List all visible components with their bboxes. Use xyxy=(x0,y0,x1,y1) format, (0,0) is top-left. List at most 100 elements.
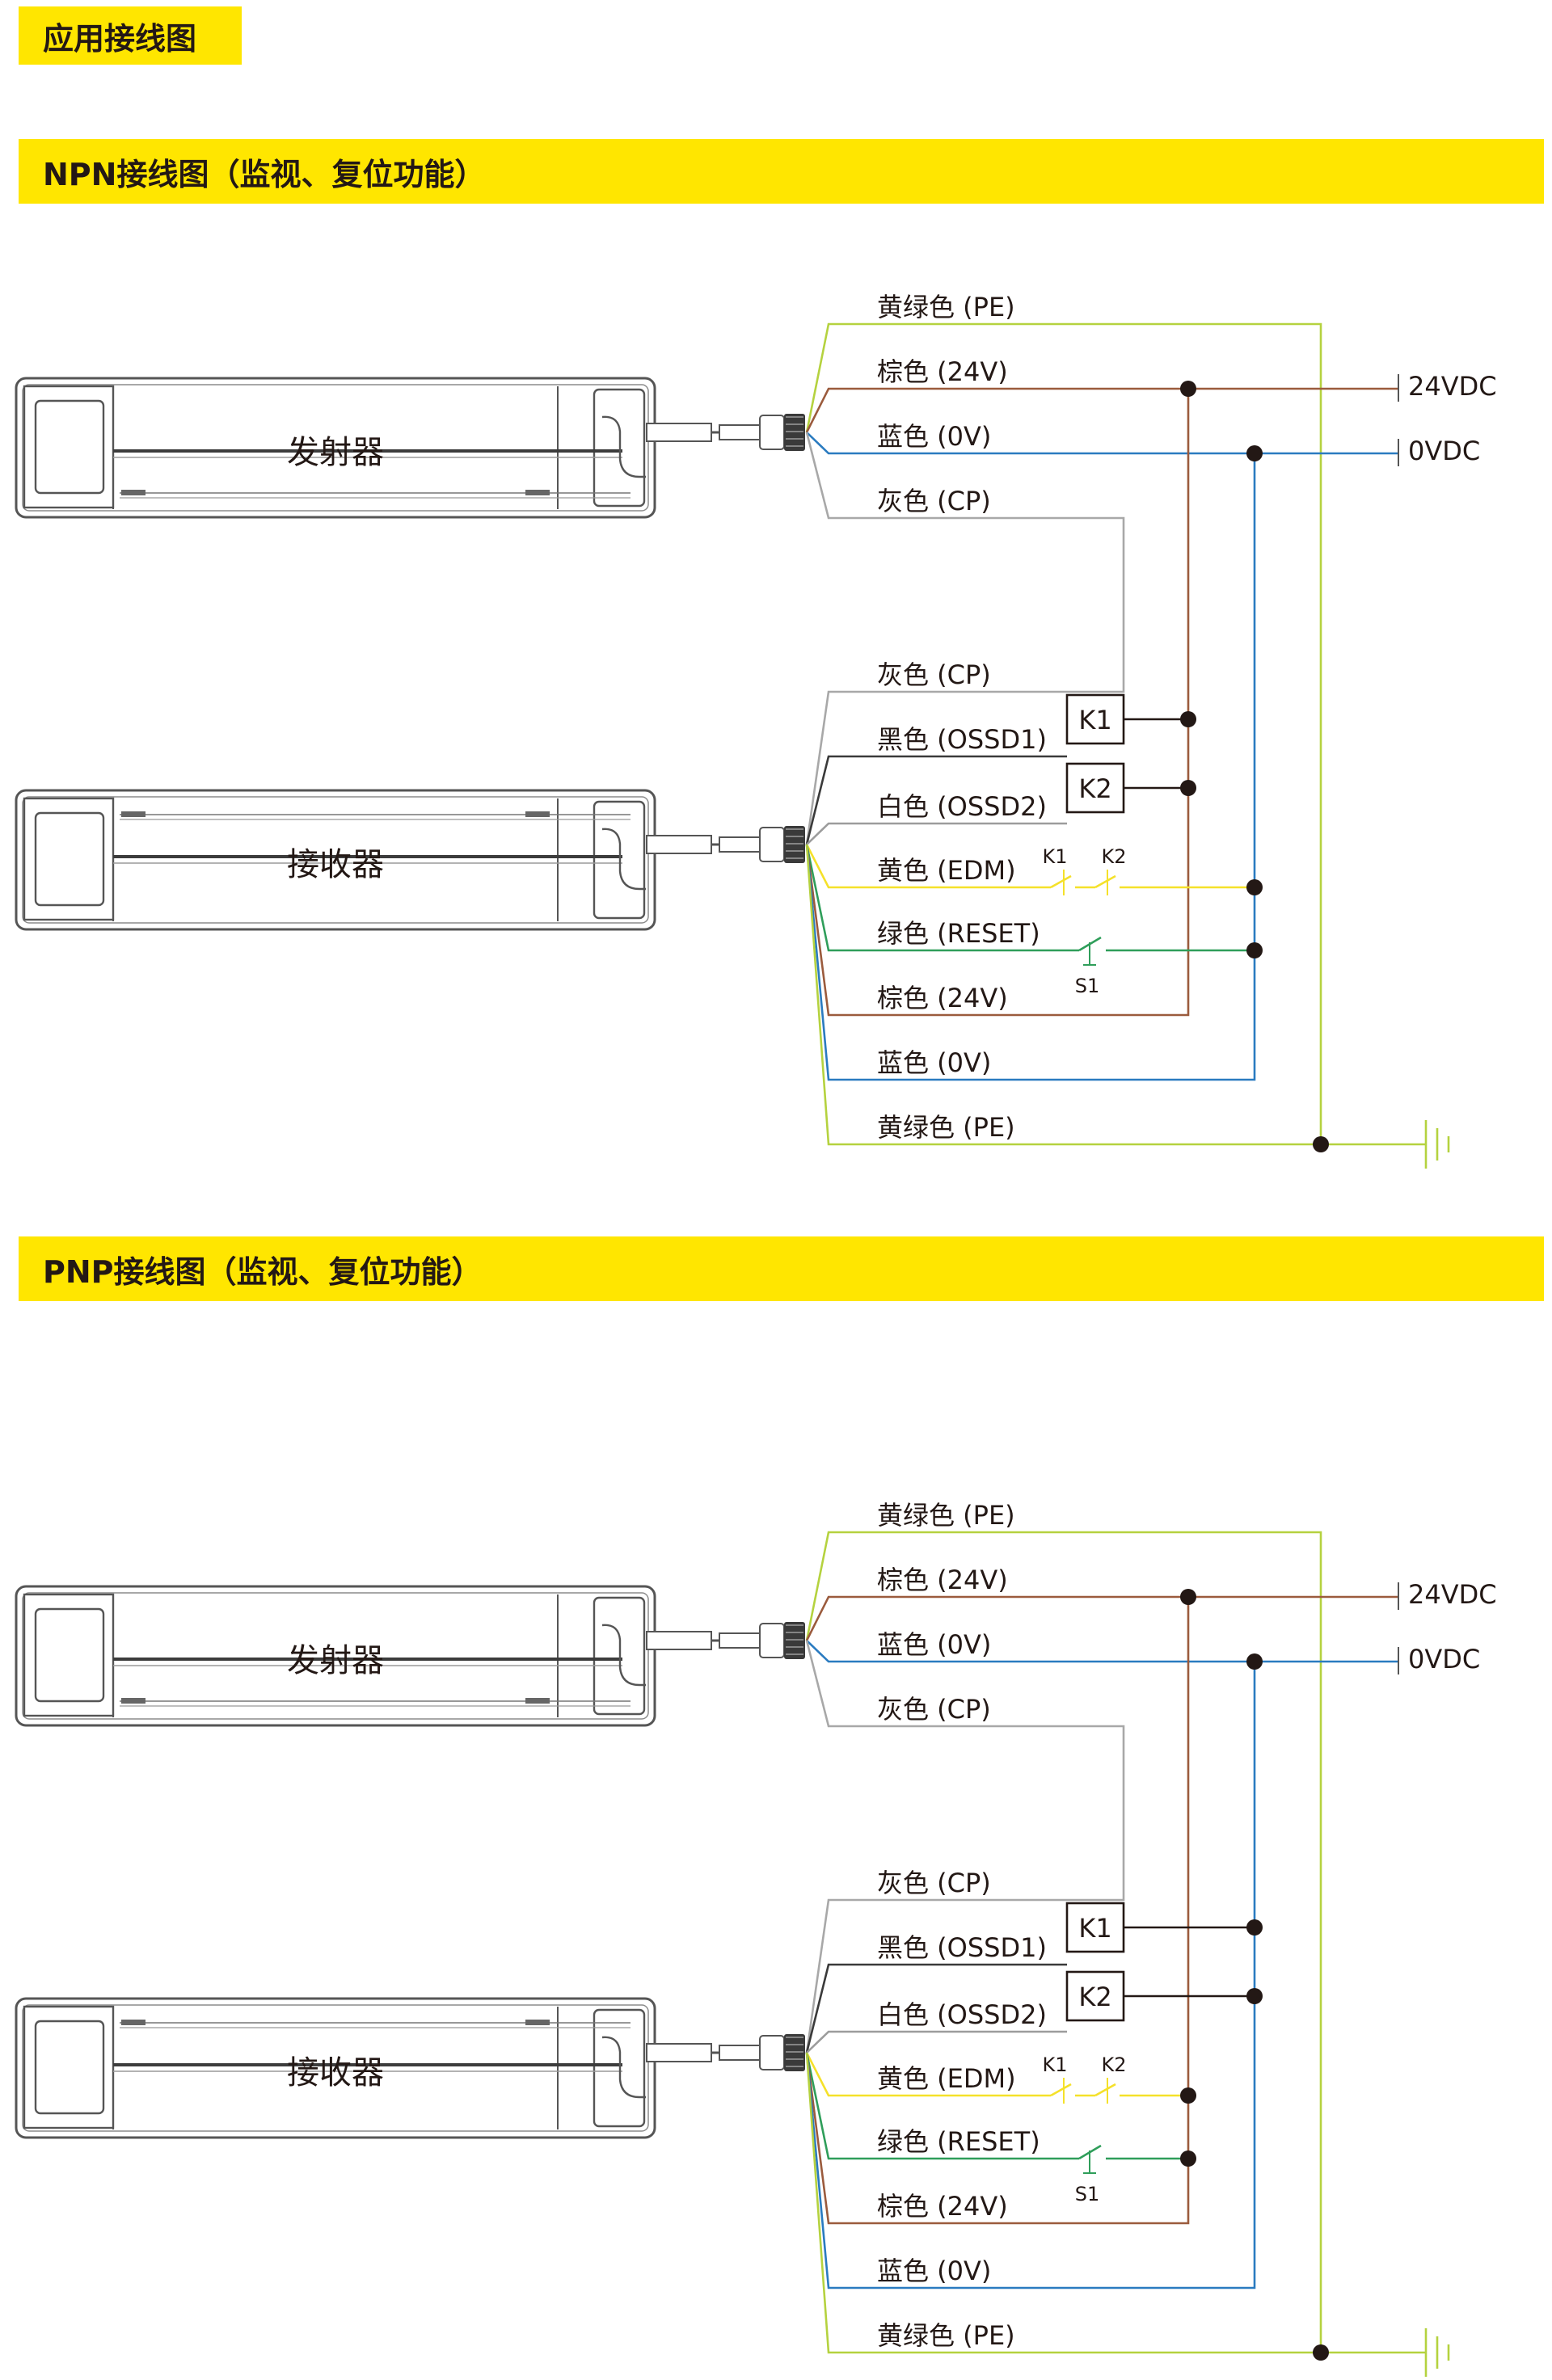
receiver-wire-fan xyxy=(805,690,869,845)
switch-s1-label: S1 xyxy=(1075,975,1100,997)
cp-link-wire xyxy=(869,516,1125,693)
receiver-wire-fan xyxy=(805,2052,869,2097)
receiver-wire-label: 绿色 (RESET) xyxy=(877,2126,1040,2157)
junction-dot xyxy=(1246,942,1263,958)
receiver-wire-label: 灰色 (CP) xyxy=(877,659,991,690)
receiver-wire-label: 蓝色 (0V) xyxy=(877,2256,991,2286)
pe-bus-wire xyxy=(869,322,1322,1144)
device-inner-outline xyxy=(22,796,649,924)
switch-s1-label: S1 xyxy=(1075,2183,1100,2205)
end-cap-right xyxy=(593,1596,646,1716)
device-housing xyxy=(15,377,656,519)
receiver-wire-label: 白色 (OSSD2) xyxy=(877,791,1047,822)
receiver-wire-fan xyxy=(805,844,869,952)
receiver-wire-fan xyxy=(805,1963,869,2054)
page-title: 应用接线图 xyxy=(19,6,242,65)
receiver-wire-fan xyxy=(805,2052,869,2225)
receiver-wire-fan xyxy=(805,2052,869,2354)
junction-dot xyxy=(1246,1653,1263,1670)
device-label: 发射器 xyxy=(287,434,384,471)
receiver-wire-fan xyxy=(805,755,869,845)
m12-connector-thread xyxy=(784,826,805,863)
receiver-wire-label: 白色 (OSSD2) xyxy=(877,1999,1047,2030)
junction-dot xyxy=(1313,2344,1329,2361)
relay-k2-coil xyxy=(1065,762,1125,814)
receiver-wire-label: 黑色 (OSSD1) xyxy=(877,724,1047,755)
end-cap-window xyxy=(34,811,105,907)
receiver-wire-label: 灰色 (CP) xyxy=(877,1868,991,1898)
brown-bus-wire xyxy=(869,1597,1190,2225)
end-cap-left xyxy=(23,797,115,921)
junction-dot xyxy=(1246,1919,1263,1936)
emitter-device: 发射器 xyxy=(15,1585,805,1727)
junction-dot xyxy=(1180,1589,1196,1605)
cable-gland xyxy=(601,2036,646,2099)
end-cap-right xyxy=(593,800,646,920)
receiver-wire-label: 黄绿色 (PE) xyxy=(877,1112,1015,1143)
cable-gland xyxy=(601,1624,646,1687)
blue-bus-wire xyxy=(869,1662,1256,2289)
junction-dot xyxy=(1180,780,1196,796)
receiver-wire-label: 绿色 (RESET) xyxy=(877,918,1040,949)
emitter-wire-fan xyxy=(806,1640,869,1663)
end-cap-right xyxy=(593,2008,646,2128)
emitter-wire-label: 蓝色 (0V) xyxy=(877,421,991,452)
lens-marker xyxy=(121,2020,146,2025)
emitter-wire-fan xyxy=(805,432,869,520)
junction-dot xyxy=(1180,2087,1196,2104)
device-inner-outline xyxy=(22,384,649,512)
cable-sleeve xyxy=(719,2045,761,2061)
cable-sleeve xyxy=(719,1632,761,1649)
m12-connector-thread xyxy=(784,1622,805,1659)
relay-k2-label: K2 xyxy=(1078,1982,1111,2012)
end-cap-window xyxy=(34,2020,105,2115)
cable-sleeve xyxy=(719,424,761,440)
supply-positive-label: 24VDC xyxy=(1408,371,1497,402)
cable-sleeve xyxy=(719,836,761,853)
emitter-wire-label: 棕色 (24V) xyxy=(877,356,1008,387)
contact-k1-label: K1 xyxy=(1042,845,1067,868)
blue-bus-wire xyxy=(869,453,1256,1081)
emitter-wire-label: 灰色 (CP) xyxy=(877,1694,991,1725)
brown-bus-wire xyxy=(869,389,1190,1017)
end-cap-left xyxy=(23,385,115,509)
connector-body xyxy=(759,415,785,450)
emitter-wire-fan xyxy=(805,322,869,433)
relay-k2-coil xyxy=(1065,1970,1125,2022)
emitter-device: 发射器 xyxy=(15,377,805,519)
receiver-device: 接收器 xyxy=(15,789,805,931)
m12-connector-thread xyxy=(784,414,805,451)
emitter-wire-fan xyxy=(806,432,869,455)
emitter-wire-label: 灰色 (CP) xyxy=(877,486,991,516)
cable-sleeve xyxy=(646,835,712,854)
receiver-wire-fan xyxy=(806,822,869,845)
receiver-device: 接收器 xyxy=(15,1997,805,2139)
junction-dot xyxy=(1313,1136,1329,1152)
cable-gland xyxy=(601,415,646,478)
end-cap-left xyxy=(23,1593,115,1717)
edm-contact-k2 xyxy=(1094,874,1116,889)
edm-contact-k2 xyxy=(1094,2083,1116,2097)
emitter-wire-fan xyxy=(805,387,869,433)
contact-k1-label: K1 xyxy=(1042,2054,1067,2076)
junction-dot xyxy=(1180,381,1196,397)
end-cap-right xyxy=(593,388,646,508)
lens-marker xyxy=(121,1698,146,1704)
device-label: 发射器 xyxy=(287,1642,384,1679)
device-label: 接收器 xyxy=(287,846,384,883)
pnp-section-heading: PNP接线图（监视、复位功能） xyxy=(19,1236,1544,1301)
edm-contact-k1 xyxy=(1050,2083,1072,2097)
pe-bus-wire xyxy=(869,1531,1322,2353)
receiver-wire-label: 黄绿色 (PE) xyxy=(877,2320,1015,2351)
edm-contact-k1 xyxy=(1050,874,1072,889)
cable-sleeve xyxy=(646,2043,712,2062)
receiver-wire-label: 黄色 (EDM) xyxy=(877,855,1016,886)
npn-section-heading: NPN接线图（监视、复位功能） xyxy=(19,139,1544,204)
junction-dot xyxy=(1246,879,1263,895)
device-housing xyxy=(15,1997,656,2139)
